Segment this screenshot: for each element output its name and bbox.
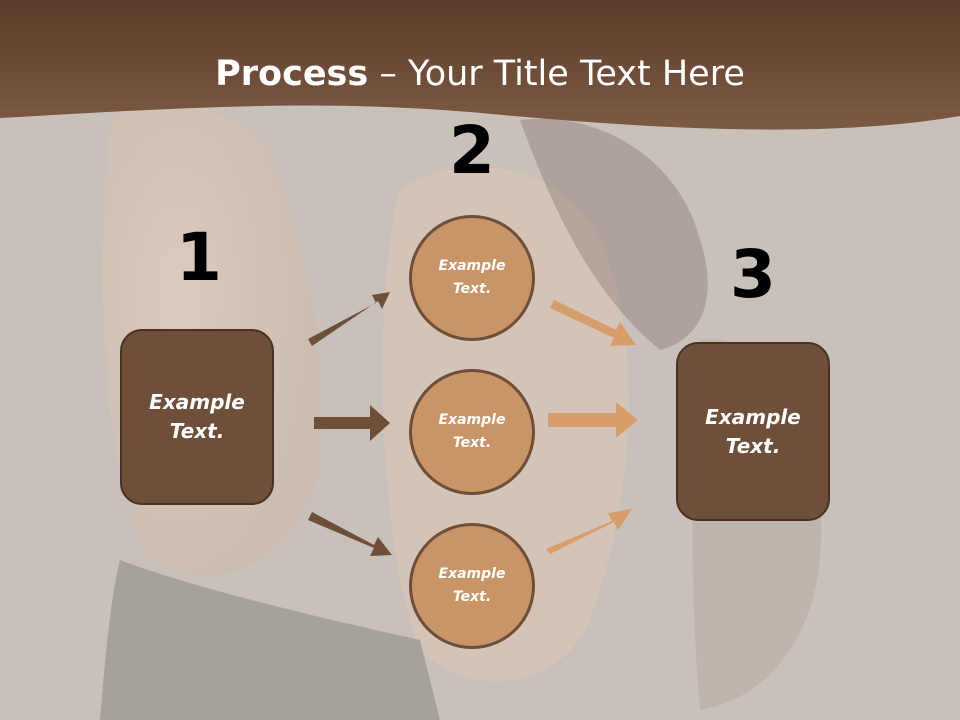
- circle-bottom: Example Text.: [409, 523, 535, 649]
- header-band: [0, 0, 960, 130]
- title-bold: Process: [215, 54, 369, 94]
- arrow-bottom-to-right: [546, 509, 632, 554]
- step-box-left: Example Text.: [120, 329, 274, 505]
- slide-title: Process – Your Title Text Here: [0, 52, 960, 96]
- step-box-right: Example Text.: [676, 342, 830, 521]
- arrow-top-to-right: [550, 300, 636, 346]
- circle-middle-label: Example Text.: [438, 412, 506, 451]
- circle-bottom-label: Example Text.: [438, 566, 506, 605]
- step-box-right-label: Example Text.: [705, 404, 801, 458]
- arrow-middle-to-right: [548, 402, 638, 438]
- arrow-left-to-middle: [314, 405, 390, 441]
- arrow-left-to-bottom: [308, 512, 392, 556]
- circle-middle: Example Text.: [409, 369, 535, 495]
- step-number-2: 2: [449, 112, 495, 189]
- arrow-left-to-top: [308, 292, 390, 346]
- circle-top-label: Example Text.: [438, 258, 506, 297]
- title-rest: – Your Title Text Here: [368, 54, 745, 94]
- step-number-3: 3: [730, 236, 776, 313]
- step-number-1: 1: [176, 219, 222, 296]
- circle-top: Example Text.: [409, 215, 535, 341]
- step-box-left-label: Example Text.: [149, 390, 245, 443]
